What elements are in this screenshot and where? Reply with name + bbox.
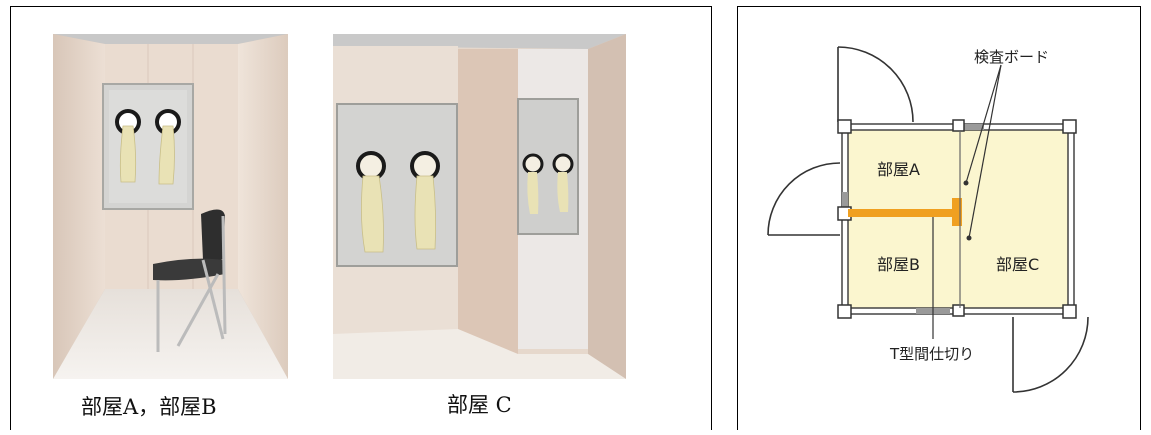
wall-board-top: [960, 124, 984, 130]
label-room-b: 部屋B: [877, 255, 920, 274]
floor-plan-panel: 部屋A 部屋B 部屋C 検査ボード T型間仕切り: [737, 6, 1141, 430]
leader-lines: [932, 64, 1002, 339]
wall-board-left: [842, 192, 848, 220]
board-marker-lower: [966, 235, 972, 241]
door-swings: [767, 46, 1089, 393]
caption-room-c: 部屋 C: [447, 393, 512, 417]
label-room-c: 部屋C: [996, 255, 1039, 274]
label-inspection-board: 検査ボード: [974, 48, 1049, 66]
board-marker-upper: [963, 180, 969, 186]
label-t-partition: T型間仕切り: [889, 345, 974, 363]
caption-room-ab: 部屋A，部屋B: [81, 395, 217, 419]
t-partition-cap: [952, 198, 962, 226]
photos-panel: 部屋A，部屋B 部屋 C: [10, 6, 712, 430]
room-c-photo: [333, 34, 626, 379]
corner-posts: [837, 119, 1077, 319]
label-room-a: 部屋A: [877, 160, 920, 179]
t-partition-horizontal: [848, 209, 958, 217]
floor-plan-diagram: 部屋A 部屋B 部屋C 検査ボード T型間仕切り: [767, 46, 1089, 393]
room-ab-photo: [53, 34, 288, 379]
